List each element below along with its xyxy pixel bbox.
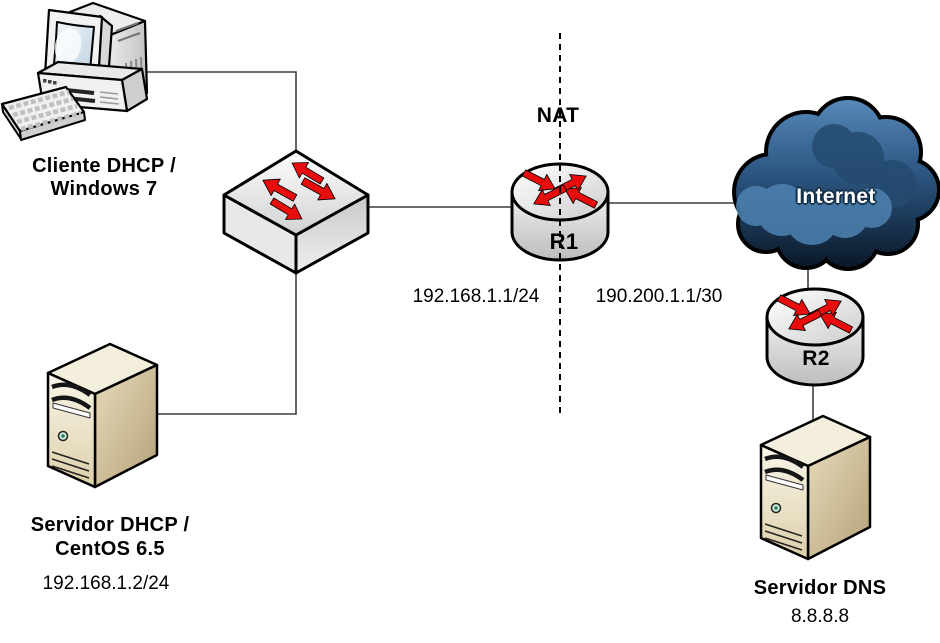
internet-cloud-icon bbox=[732, 96, 940, 271]
dns-server-icon bbox=[761, 416, 870, 559]
internet-label: Internet bbox=[796, 185, 876, 208]
dhcp-server-label: Servidor DHCP / CentOS 6.5 bbox=[10, 513, 210, 561]
dhcp-server-label-line1: Servidor DHCP / bbox=[30, 514, 190, 536]
router-r1-label: R1 bbox=[549, 229, 579, 254]
connection-line-switch-dhcp-server bbox=[157, 268, 297, 415]
dhcp-server-label-line2: CentOS 6.5 bbox=[55, 538, 165, 560]
keyboard bbox=[0, 85, 86, 141]
client-label-line2: Windows 7 bbox=[50, 178, 158, 200]
dhcp-server-icon bbox=[48, 344, 157, 487]
switch-icon bbox=[222, 149, 370, 275]
connection-line-client-switch bbox=[146, 71, 297, 152]
router-r2-label: R2 bbox=[802, 347, 830, 370]
nat-annotation: NAT bbox=[536, 104, 580, 127]
desktop-computer-icon bbox=[0, 1, 149, 141]
client-label: Cliente DHCP / Windows 7 bbox=[4, 155, 204, 201]
client-label-line1: Cliente DHCP / bbox=[32, 155, 176, 177]
dhcp-server-ip: 192.168.1.2/24 bbox=[42, 573, 170, 594]
lan-interface-ip: 192.168.1.1/24 bbox=[412, 286, 540, 307]
wan-interface-ip: 190.200.1.1/30 bbox=[595, 286, 723, 307]
dns-server-label: Servidor DNS bbox=[753, 577, 887, 599]
dns-server-ip: 8.8.8.8 bbox=[790, 606, 850, 627]
